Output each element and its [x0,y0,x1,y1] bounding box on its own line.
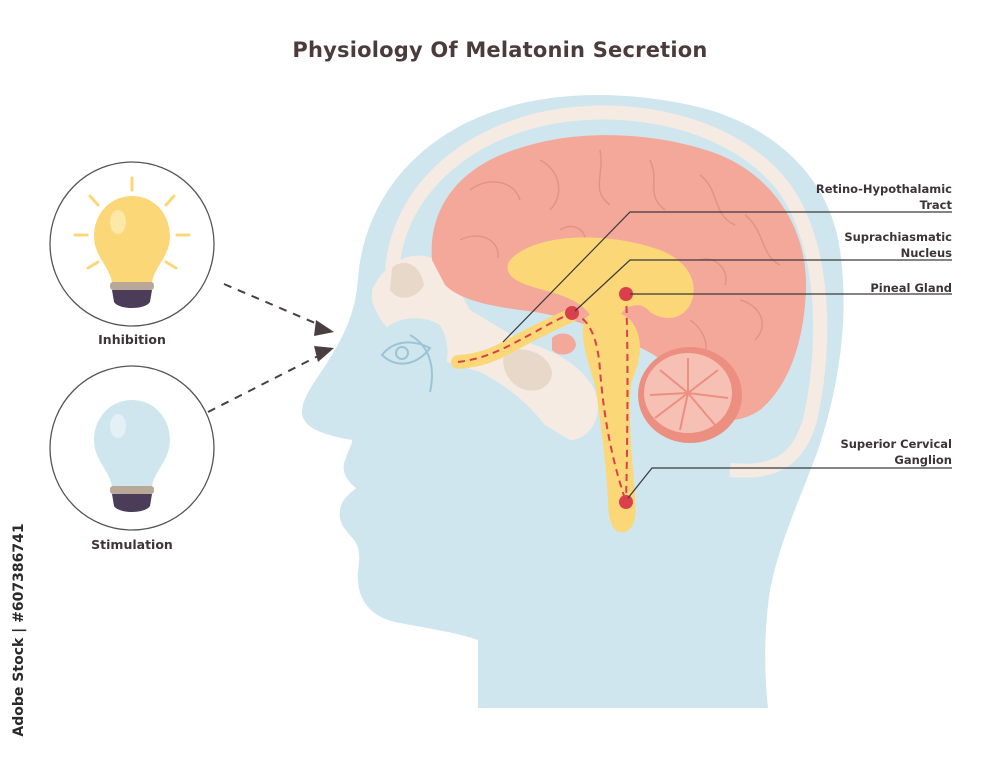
scn-node [565,306,579,320]
sphenoid-bone [503,349,552,391]
inhibition-label: Inhibition [98,332,166,347]
pituitary [552,333,576,355]
nasal-bone [390,262,424,298]
label-suprachiasmatic-nucleus: Suprachiasmatic Nucleus [844,230,952,260]
page-title: Physiology Of Melatonin Secretion [292,38,708,62]
skull-band [385,105,828,478]
pineal-node [619,287,633,301]
brain-gyri [459,149,781,363]
arrow-head-bottom [314,346,334,362]
neural-pathway [457,293,629,503]
cerebellum [638,347,742,443]
arrow-head-top [314,320,334,336]
scg-node [619,495,633,509]
label-pineal-gland: Pineal Gland [870,281,952,295]
unlit-bulb-icon [94,400,170,512]
stock-watermark: Adobe Stock | #607386741 [11,523,27,737]
skull-face [372,255,599,440]
leader-lines [502,211,952,499]
eye-socket [378,318,448,391]
lit-bulb-icon [73,176,191,308]
eye-icon [380,334,433,393]
light-arrows [207,283,323,413]
stimulation-label: Stimulation [91,537,173,552]
label-superior-cervical-ganglion: Superior Cervical Ganglion [840,437,952,467]
label-retino-hypothalamic-tract: Retino-Hypothalamic Tract [815,182,952,212]
